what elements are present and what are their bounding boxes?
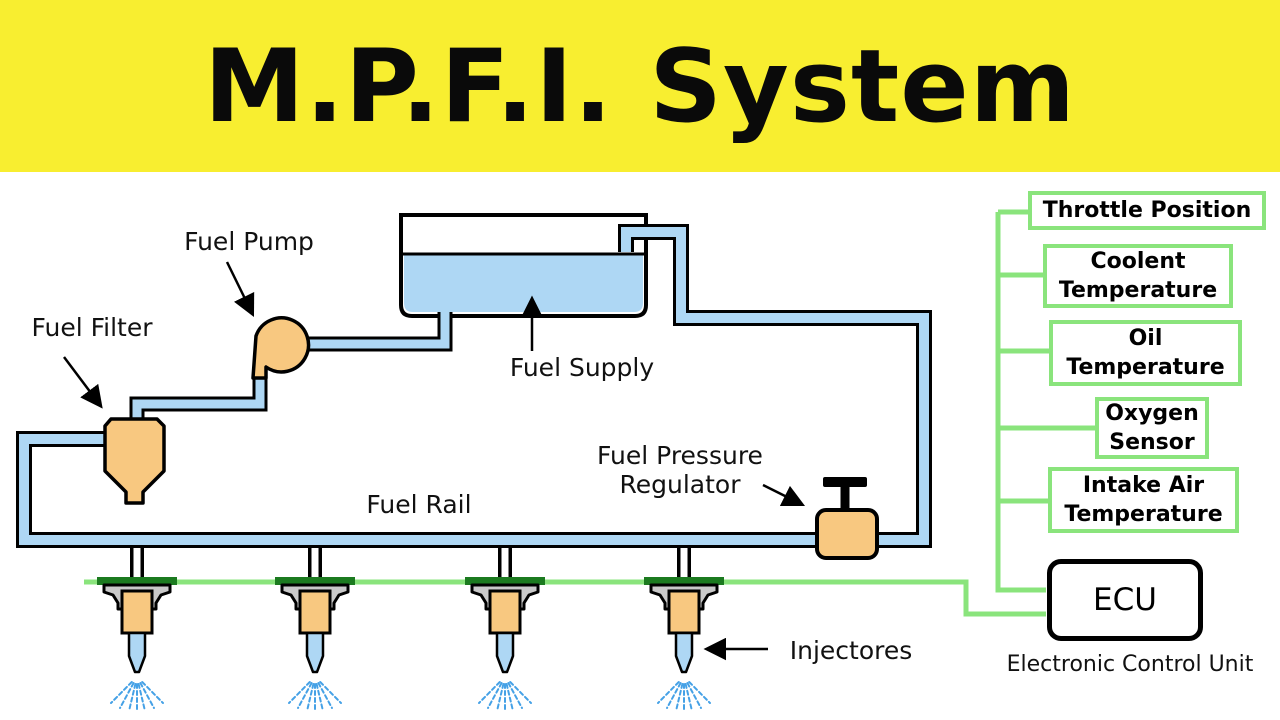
fuel-pump-label: Fuel Pump <box>184 227 314 256</box>
fuel-pump-arrow-icon <box>225 261 255 318</box>
fuel-pump <box>251 316 311 380</box>
pump-to-filter-pipe <box>129 370 268 423</box>
injector <box>273 545 357 714</box>
sensor-box-oil-temperature: Oil Temperature <box>1049 320 1242 386</box>
sensor-box-throttle-position: Throttle Position <box>1028 191 1266 230</box>
sensor-label: Throttle Position <box>1042 198 1252 223</box>
sensor-trunk-wire <box>995 209 1099 593</box>
ecu-caption: Electronic Control Unit <box>1006 652 1254 677</box>
sensor-box-coolent-temperature: Coolent Temperature <box>1043 244 1233 308</box>
sensor-box-intake-air-temperature: Intake Air Temperature <box>1048 467 1239 533</box>
sensor-box-oxygen-sensor: Oxygen Sensor <box>1095 397 1209 459</box>
fuel-liquid <box>404 254 643 312</box>
fuel-tank <box>399 213 648 318</box>
tank-to-pump-pipe <box>296 312 453 352</box>
sensor-label: Oil Temperature <box>1066 326 1225 380</box>
ecu-box: ECU <box>1047 559 1203 641</box>
fuel-pressure-regulator-label: Fuel Pressure Regulator <box>572 441 788 499</box>
ecu-label: ECU <box>1093 582 1157 618</box>
sensor-label: Oxygen Sensor <box>1105 401 1199 455</box>
fuel-pressure-regulator <box>815 477 879 560</box>
regulator-label-line2: Regulator <box>619 470 741 499</box>
page-title: M.P.F.I. System <box>203 27 1077 145</box>
fuel-filter-label: Fuel Filter <box>31 313 153 342</box>
injector <box>642 545 726 714</box>
regulator-label-line1: Fuel Pressure <box>597 441 763 470</box>
injector <box>463 545 547 714</box>
fuel-supply-label: Fuel Supply <box>509 353 655 382</box>
injectors-label: Injectores <box>789 636 913 665</box>
injector-signal-wire <box>84 579 1046 617</box>
regulator-arrow-icon <box>762 483 806 507</box>
injector <box>95 545 179 714</box>
fuel-filter-arrow-icon <box>63 356 103 409</box>
sensor-label: Coolent Temperature <box>1058 249 1218 303</box>
fuel-filter <box>103 417 166 505</box>
fuel-rail-label: Fuel Rail <box>366 490 472 519</box>
title-banner: M.P.F.I. System <box>0 0 1280 172</box>
main-fuel-pipe <box>16 224 932 548</box>
sensor-label: Intake Air Temperature <box>1064 473 1223 527</box>
